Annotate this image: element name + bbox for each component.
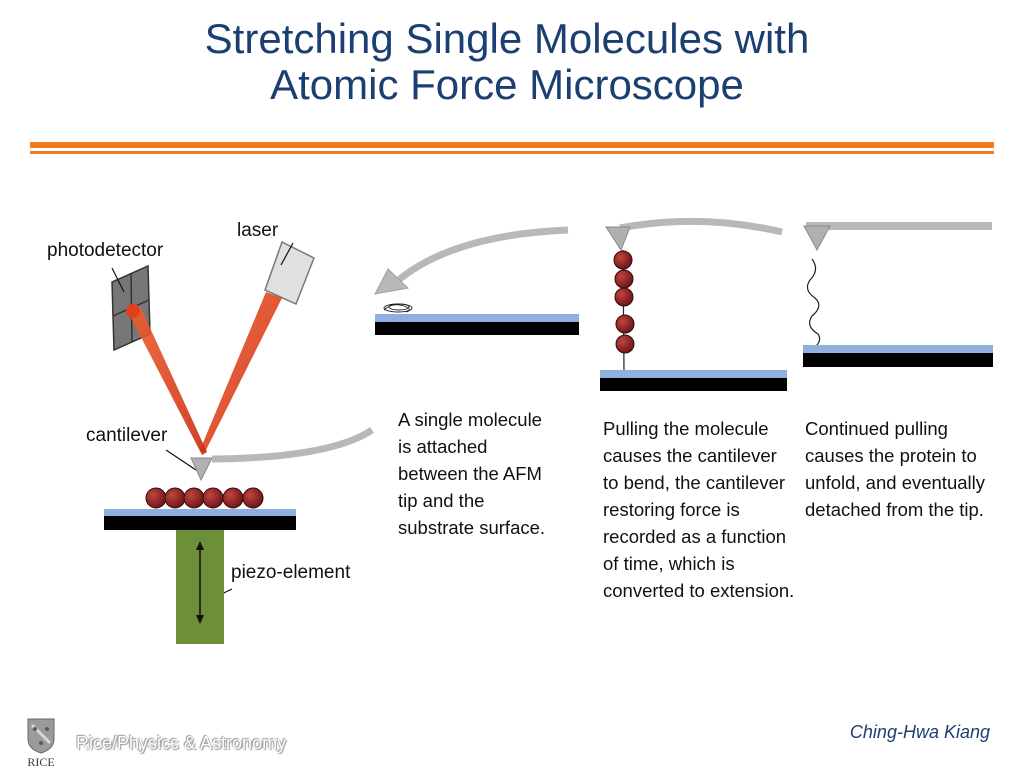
step2-caption-line: to bend, the cantilever bbox=[603, 472, 786, 493]
laser-pointer bbox=[280, 242, 294, 266]
step1-caption-line: between the AFM bbox=[398, 463, 542, 484]
step1-coiled-molecule bbox=[383, 303, 413, 313]
laser-spot bbox=[126, 304, 140, 318]
step1-arrowhead bbox=[374, 268, 410, 295]
step1-caption-line: is attached bbox=[398, 436, 488, 457]
step3-cantilever bbox=[806, 222, 992, 230]
step3-caption-line: Continued pulling bbox=[805, 418, 948, 439]
photodetector-pointer bbox=[111, 267, 125, 293]
laser-emitter bbox=[264, 240, 315, 306]
step2-caption-line: causes the cantilever bbox=[603, 445, 777, 466]
step1-caption: A single molecule is attached between th… bbox=[398, 406, 545, 541]
step1-substrate bbox=[375, 314, 579, 335]
protein-beads-folded bbox=[145, 487, 264, 509]
step3-caption-line: causes the protein to bbox=[805, 445, 977, 466]
piezo-arrow-icon bbox=[196, 541, 204, 624]
footer-author: Ching-Hwa Kiang bbox=[849, 722, 990, 742]
step3-caption-line: detached from the tip. bbox=[805, 499, 984, 520]
step3-caption-line: unfold, and eventually bbox=[805, 472, 985, 493]
title-line-1: Stretching Single Molecules with bbox=[204, 15, 810, 62]
step2-caption: Pulling the molecule causes the cantilev… bbox=[603, 415, 794, 604]
step2-caption-line: restoring force is bbox=[603, 499, 740, 520]
photodetector-label: photodetector bbox=[47, 240, 164, 261]
title-rule-thick bbox=[30, 142, 994, 148]
step1-caption-line: tip and the bbox=[398, 490, 485, 511]
laser-beam-reflected bbox=[128, 306, 207, 455]
laser-beam-incident bbox=[200, 292, 282, 452]
step1-caption-line: A single molecule bbox=[398, 409, 542, 430]
step3-tip bbox=[803, 225, 831, 252]
logo-text: RICE bbox=[27, 755, 54, 767]
piezo-label: piezo-element bbox=[231, 562, 351, 583]
step2-substrate bbox=[600, 370, 787, 391]
step2-caption-line: converted to extension. bbox=[603, 580, 795, 601]
cantilever-label: cantilever bbox=[86, 425, 168, 446]
cantilever-pointer bbox=[165, 449, 197, 471]
step3-caption: Continued pulling causes the protein to … bbox=[805, 415, 985, 523]
step2-caption-line: Pulling the molecule bbox=[603, 418, 769, 439]
transition-arrow-1 bbox=[211, 427, 374, 463]
slide-title: Stretching Single Molecules with Atomic … bbox=[0, 16, 1014, 108]
title-line-2: Atomic Force Microscope bbox=[270, 61, 744, 108]
step2-tip bbox=[605, 226, 631, 252]
step1-caption-line: substrate surface. bbox=[398, 517, 546, 538]
protein-beads-stretched bbox=[613, 250, 635, 354]
title-rule-thin bbox=[30, 151, 994, 154]
step3-unfolded-chain bbox=[806, 258, 821, 347]
cantilever-tip bbox=[190, 457, 213, 482]
step2-cantilever bbox=[619, 217, 783, 236]
transition-arrow-step1 bbox=[392, 226, 569, 286]
rice-logo-icon: RICE bbox=[27, 718, 55, 767]
laser-label: laser bbox=[237, 220, 279, 241]
step3-substrate bbox=[803, 345, 993, 367]
footer-institution: Rice/Physics & Astronomy bbox=[76, 733, 287, 753]
step2-caption-line: recorded as a function bbox=[603, 526, 787, 547]
step2-caption-line: of time, which is bbox=[603, 553, 735, 574]
main-substrate bbox=[104, 509, 296, 530]
